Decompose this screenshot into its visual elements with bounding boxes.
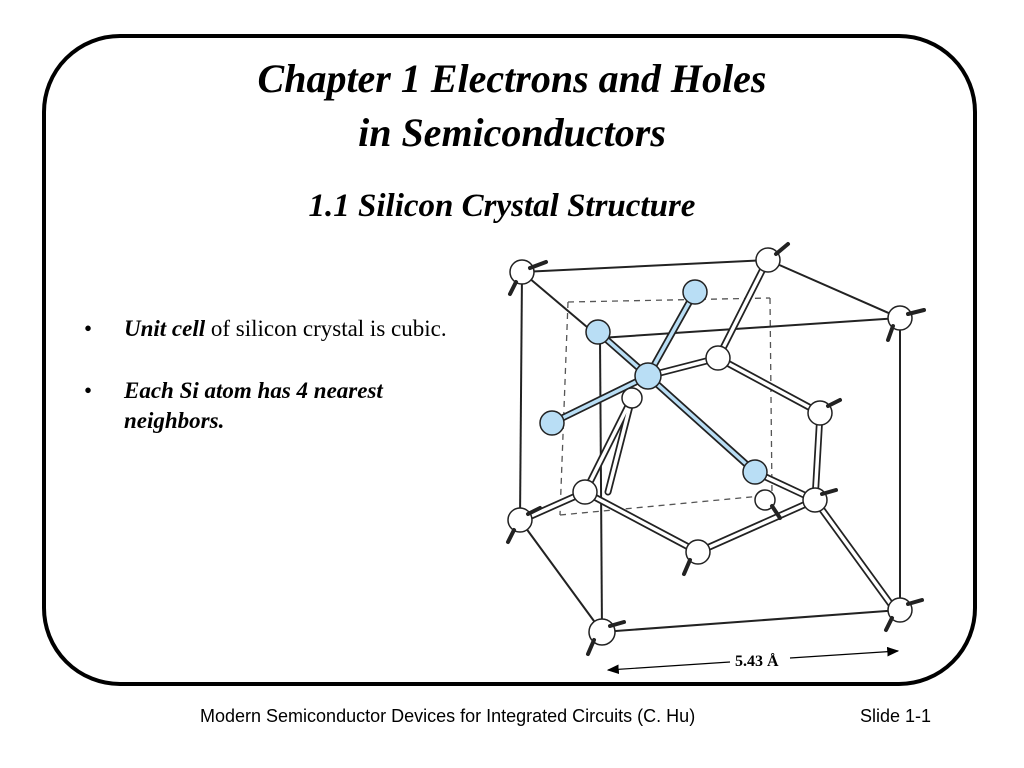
slide-title: Chapter 1 Electrons and Holes in Semicon… — [42, 52, 982, 160]
bullet-item-nearest-neighbors: • Each Si atom has 4 nearest neighbors. — [84, 376, 464, 436]
bullet-item-unit-cell: • Unit cell of silicon crystal is cubic. — [84, 314, 464, 344]
cube-outer-edges — [519, 259, 901, 633]
bullet-2-emphasis: Each Si atom has 4 nearest neighbors — [124, 378, 383, 433]
footer-course-title: Modern Semiconductor Devices for Integra… — [200, 706, 696, 726]
bullet-1-emphasis: Unit cell — [124, 316, 206, 341]
slide-frame — [42, 34, 977, 686]
highlight-bonds — [548, 288, 759, 476]
bullet-list: • Unit cell of silicon crystal is cubic.… — [84, 314, 464, 468]
section-subtitle: 1.1 Silicon Crystal Structure — [308, 188, 696, 224]
bonds — [518, 259, 899, 614]
bullet-1-text: of silicon crystal is cubic. — [205, 316, 447, 341]
lattice-constant-label: 5.43 Å — [735, 652, 779, 670]
footer-slide-number: Slide 1-1 — [860, 706, 932, 726]
bond-stubs — [506, 242, 926, 656]
silicon-unit-cell-diagram: 5.43 Å — [506, 242, 926, 675]
cube-back-edges — [559, 297, 773, 516]
bullet-glyph: • — [84, 378, 93, 403]
bullet-2-text: . — [218, 408, 225, 433]
bullet-glyph: • — [84, 316, 93, 341]
title-line-1: Chapter 1 Electrons and Holes — [257, 56, 767, 101]
highlighted-atoms — [539, 279, 768, 485]
atoms — [507, 247, 913, 646]
title-line-2: in Semiconductors — [358, 110, 666, 155]
